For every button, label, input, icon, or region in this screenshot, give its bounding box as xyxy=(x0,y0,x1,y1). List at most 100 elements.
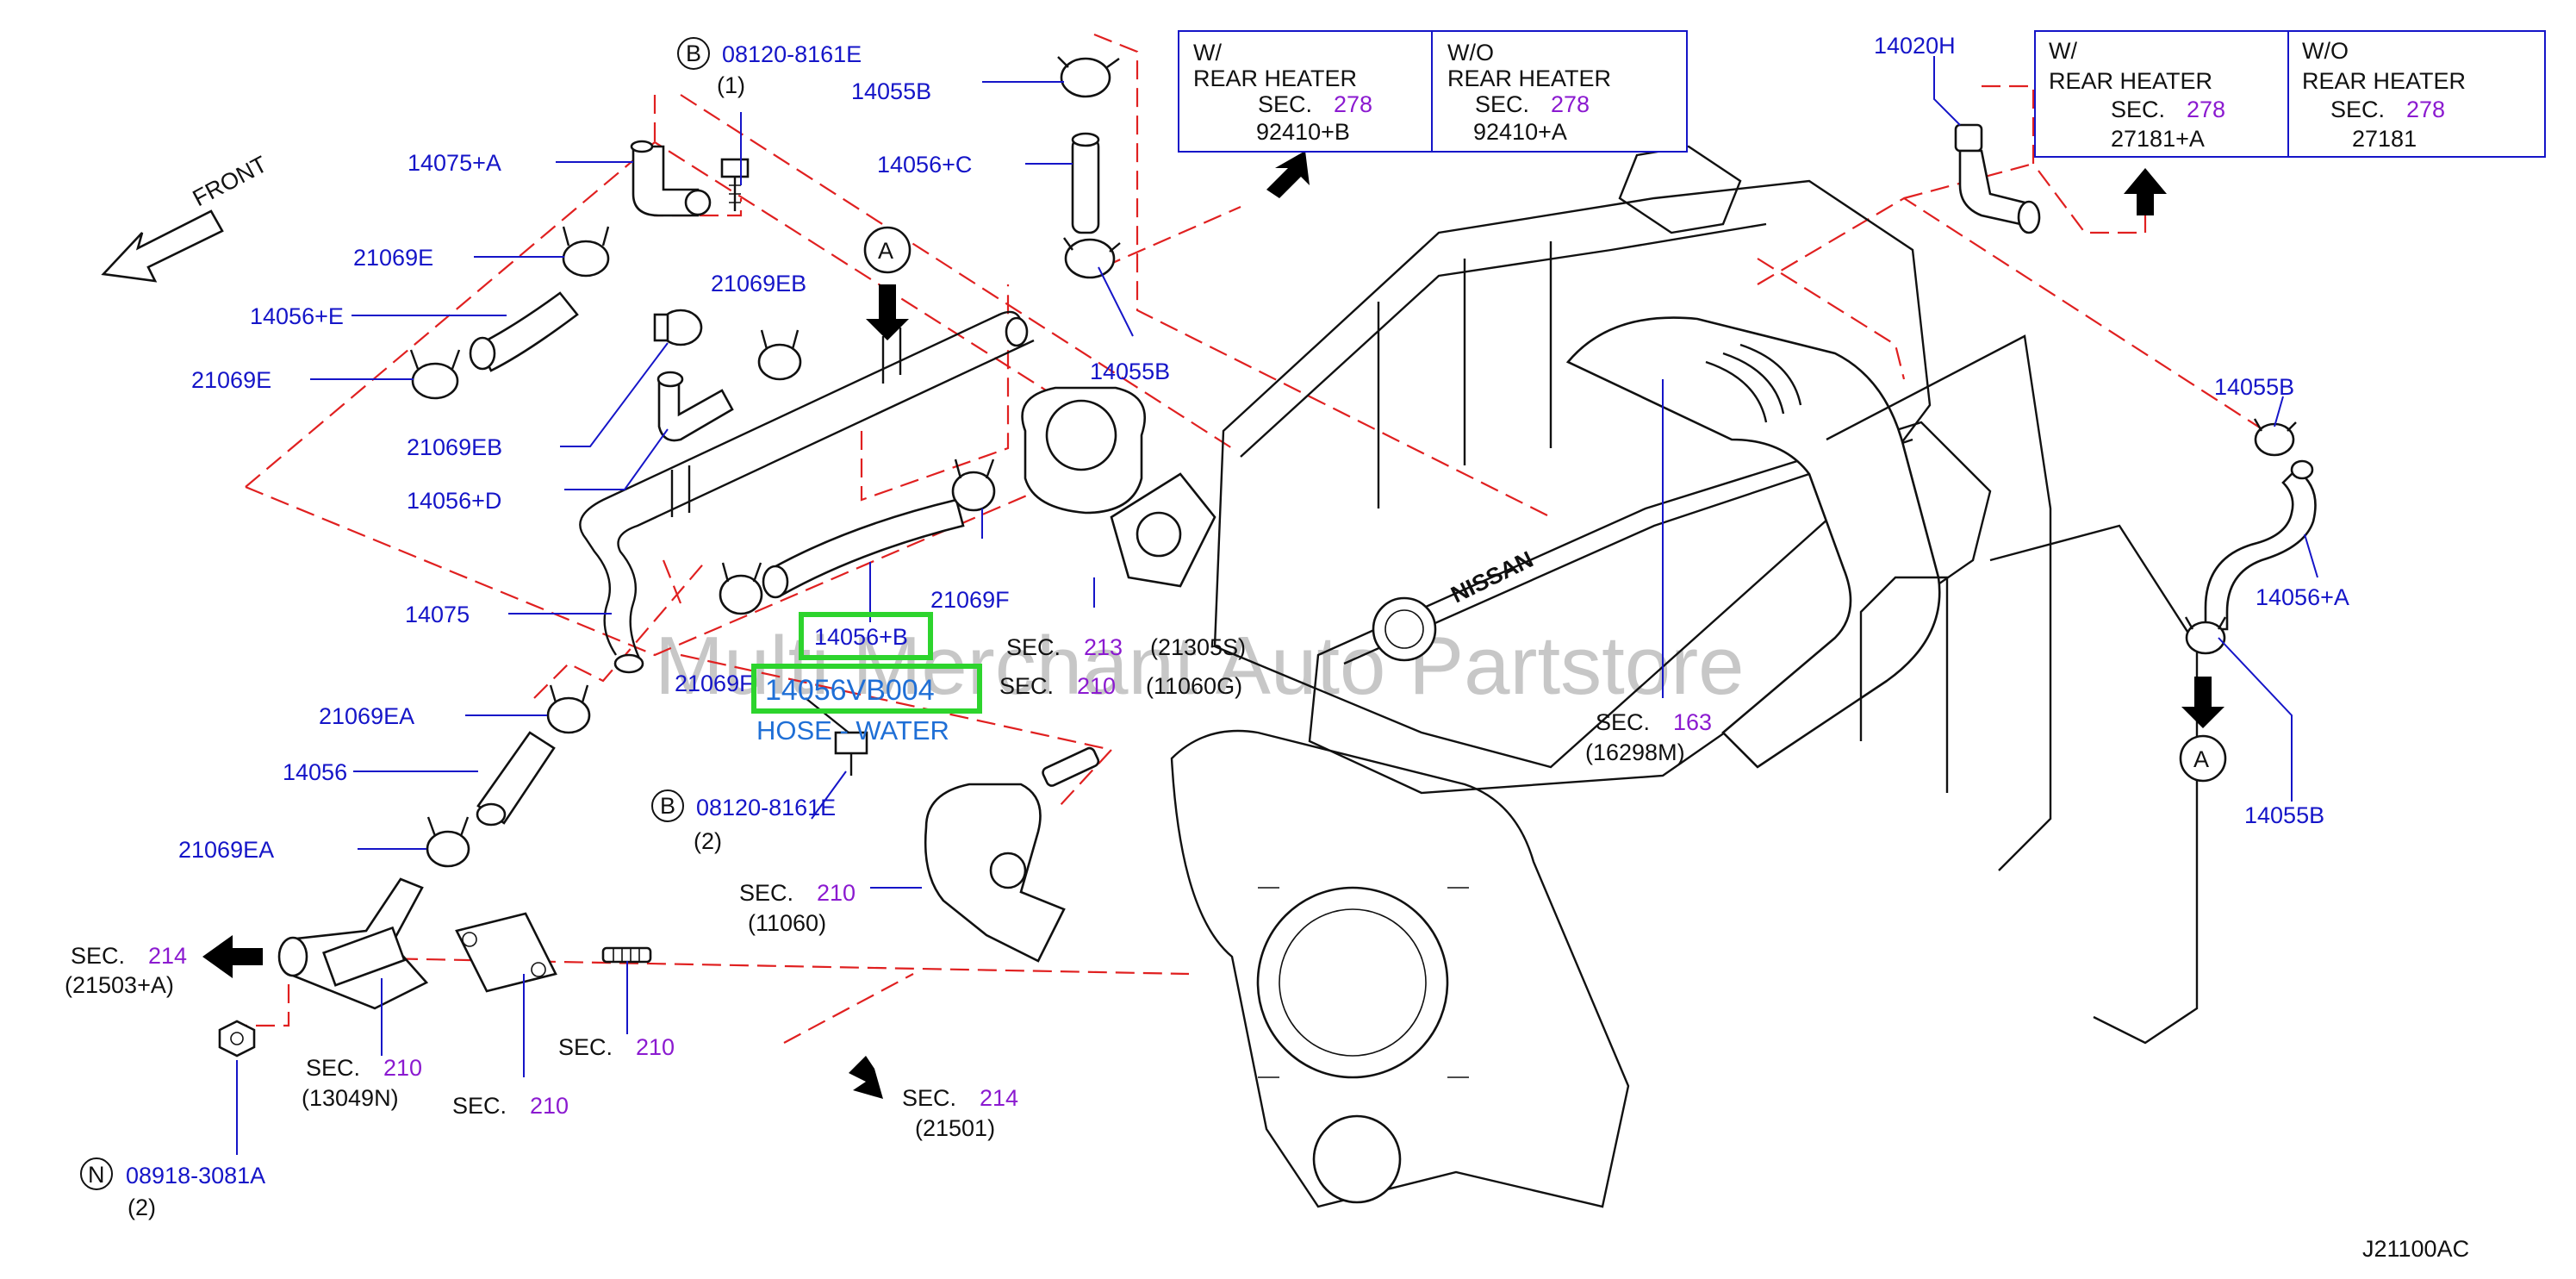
diagram-id: J21100AC xyxy=(2362,1236,2469,1262)
t1-right-l1: W/O xyxy=(1447,40,1494,66)
thermostat-housing-11060[interactable] xyxy=(924,746,1100,963)
t1-left-l2: REAR HEATER xyxy=(1193,66,1357,91)
pipe-14075[interactable] xyxy=(579,310,1035,674)
label-bolt-top[interactable]: 08120-8161E xyxy=(722,41,862,67)
rear-heater-table-2: W/ REAR HEATER SEC. 278 27181+A W/O REAR… xyxy=(2034,30,2546,158)
sec210b-ref: (11060) xyxy=(748,910,826,936)
clamp-21069e-2[interactable] xyxy=(409,349,461,400)
label-14055b-4[interactable]: 14055B xyxy=(2244,802,2324,828)
t2-left-l2: REAR HEATER xyxy=(2049,68,2212,94)
label-14056d[interactable]: 14056+D xyxy=(407,488,501,514)
t2-right-ref: 27181 xyxy=(2352,126,2417,152)
hose-14056c[interactable] xyxy=(1071,132,1100,234)
hose-14056b[interactable] xyxy=(762,498,965,599)
t2-left-sec: SEC. xyxy=(2111,97,2165,122)
part-14075a-elbow[interactable] xyxy=(630,140,712,217)
section-references: SEC. 213 (21305S) SEC. 210 (11060G) SEC.… xyxy=(65,634,1712,1141)
label-14056vb004[interactable]: 14056VB004 xyxy=(765,674,935,707)
clamp-14055b-3[interactable] xyxy=(2253,418,2297,457)
clamp-21069ea-2[interactable] xyxy=(426,816,470,868)
label-21069eb-1[interactable]: 21069EB xyxy=(711,271,806,296)
sec210c-ref: (13049N) xyxy=(302,1085,399,1111)
clamp-21069ea-1[interactable] xyxy=(546,684,591,734)
label-21069e-2[interactable]: 21069E xyxy=(191,367,271,393)
sec214a-sec: SEC. xyxy=(71,943,125,969)
label-14056e[interactable]: 14056+E xyxy=(250,303,344,329)
hose-14056d[interactable] xyxy=(656,371,734,442)
label-14055b-1[interactable]: 14055B xyxy=(851,78,931,104)
label-14020h[interactable]: 14020H xyxy=(1874,33,1956,59)
circle-b1: B xyxy=(686,41,701,66)
callout-labels: B 08120-8161E (1) 14075+A 21069E 14056+E… xyxy=(80,33,2349,1220)
label-14056[interactable]: 14056 xyxy=(283,759,347,785)
sec214a-num[interactable]: 214 xyxy=(148,943,187,969)
label-14075[interactable]: 14075 xyxy=(405,602,470,627)
t1-left-l1: W/ xyxy=(1193,40,1222,66)
label-21069e-1[interactable]: 21069E xyxy=(353,245,433,271)
sec213-num[interactable]: 213 xyxy=(1084,634,1123,660)
clamp-14055b-2[interactable] xyxy=(1063,237,1121,279)
t1-left-ref: 92410+B xyxy=(1256,119,1350,145)
water-outlet-13049n[interactable] xyxy=(277,877,429,1010)
clamp-21069f-1[interactable] xyxy=(951,459,996,512)
circle-n: N xyxy=(88,1162,105,1188)
clamp-14055b-1[interactable] xyxy=(1057,56,1120,98)
label-nut[interactable]: 08918-3081A xyxy=(126,1163,265,1189)
fitting-14020h[interactable] xyxy=(1954,123,2041,234)
sec214a-ref: (21503+A) xyxy=(65,972,174,998)
circle-b2: B xyxy=(660,793,675,819)
sec210b-num[interactable]: 210 xyxy=(817,880,856,906)
clamp-14055b-4[interactable] xyxy=(2184,616,2227,655)
nut[interactable] xyxy=(218,1020,256,1058)
highlight-14056vb004 xyxy=(751,664,982,714)
sec214-arrow-left xyxy=(202,935,263,978)
label-14055b-3[interactable]: 14055B xyxy=(2214,374,2294,400)
sec213-sec: SEC. xyxy=(1006,634,1061,660)
label-14075a[interactable]: 14075+A xyxy=(408,150,501,176)
sec210e-num[interactable]: 210 xyxy=(636,1034,675,1060)
sec210a-num[interactable]: 210 xyxy=(1077,673,1116,699)
sec163-ref: (16298M) xyxy=(1585,739,1685,765)
label-bolt-mid[interactable]: 08120-8161E xyxy=(696,795,836,820)
label-21069eb-2[interactable]: 21069EB xyxy=(407,434,502,460)
label-14056a[interactable]: 14056+A xyxy=(2256,584,2349,610)
clamp-21069e-1[interactable] xyxy=(562,226,610,278)
label-21069f-2[interactable]: 21069F xyxy=(675,671,754,696)
clamp-21069eb-2[interactable] xyxy=(757,329,802,381)
label-14055b-2[interactable]: 14055B xyxy=(1090,359,1170,384)
front-label: FRONT xyxy=(189,151,271,211)
hose-14056e[interactable] xyxy=(469,291,579,372)
valve-21305s[interactable] xyxy=(1021,386,1216,588)
assembly-dashed-lines xyxy=(241,33,2293,1044)
sec210a-sec: SEC. xyxy=(999,673,1054,699)
sec210c-num[interactable]: 210 xyxy=(383,1055,422,1081)
sec163-num[interactable]: 163 xyxy=(1673,709,1712,735)
t2-left-l1: W/ xyxy=(2049,38,2077,64)
label-21069ea-1[interactable]: 21069EA xyxy=(319,703,414,729)
label-14056c[interactable]: 14056+C xyxy=(877,152,972,178)
sec214b-sec: SEC. xyxy=(902,1085,956,1111)
sec214b-num[interactable]: 214 xyxy=(980,1085,1018,1111)
t1-right-l2: REAR HEATER xyxy=(1447,66,1611,91)
label-21069ea-2[interactable]: 21069EA xyxy=(178,837,274,863)
label-21069f-1[interactable]: 21069F xyxy=(930,587,1010,613)
sec214b-ref: (21501) xyxy=(915,1115,995,1141)
view-a-label-2: A xyxy=(2193,746,2209,772)
label-bolt-mid-qty: (2) xyxy=(694,828,722,854)
t1-left-num: 278 xyxy=(1334,91,1372,117)
sec210d-sec: SEC. xyxy=(452,1093,507,1119)
sec278-arrow-2 xyxy=(2124,168,2167,215)
label-14056b[interactable]: 14056+B xyxy=(814,624,908,650)
hose-14056[interactable] xyxy=(476,731,556,827)
view-a-arrow-2: A xyxy=(2179,677,2227,783)
bolt-top[interactable] xyxy=(720,158,750,211)
clamp-21069f-2[interactable] xyxy=(719,562,763,615)
engine-block: NISSAN xyxy=(1170,145,2199,1208)
gasket-13049n[interactable] xyxy=(455,912,557,993)
sec210d-num[interactable]: 210 xyxy=(530,1093,569,1119)
stud-210[interactable] xyxy=(601,946,652,964)
bolt-mid[interactable] xyxy=(805,697,868,776)
t2-right-sec: SEC. xyxy=(2330,97,2385,122)
clamp-21069eb-1[interactable] xyxy=(653,309,703,346)
